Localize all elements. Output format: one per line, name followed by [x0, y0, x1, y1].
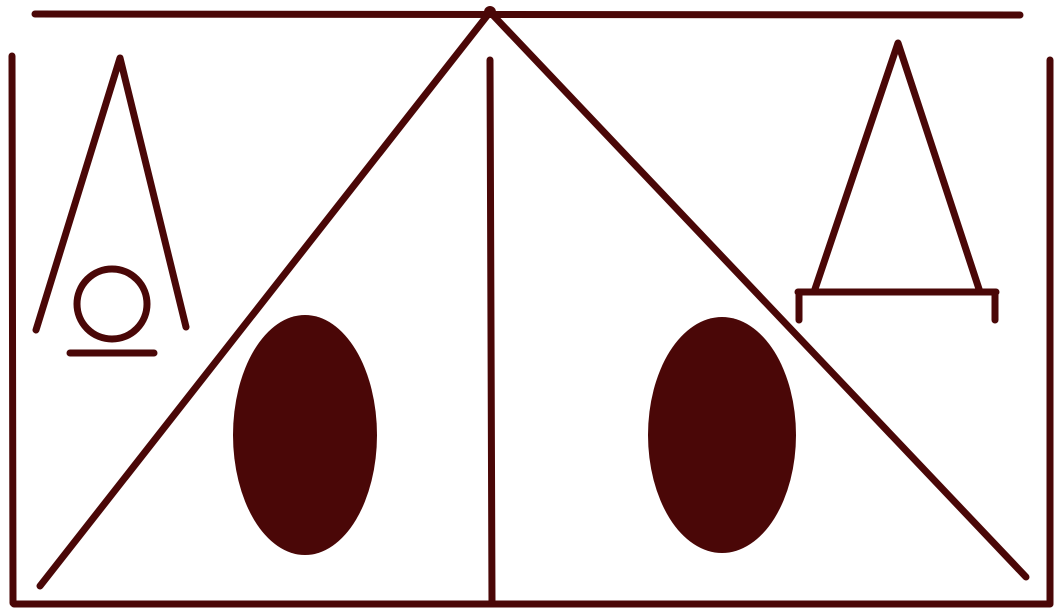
center-divider	[490, 60, 492, 604]
right-filled-oval	[648, 317, 796, 553]
top-bar	[35, 14, 1020, 15]
left-filled-oval	[233, 315, 377, 555]
left-wall	[12, 56, 13, 603]
apex-node	[484, 6, 496, 18]
